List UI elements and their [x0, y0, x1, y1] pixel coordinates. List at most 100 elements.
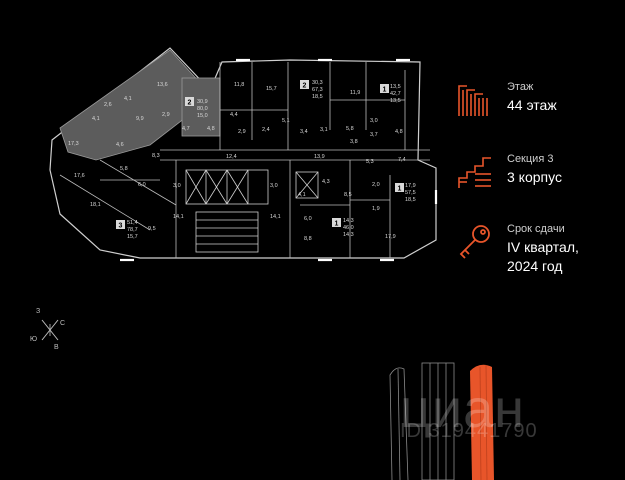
- svg-text:3: 3: [119, 223, 123, 230]
- apartment-badge[interactable]: 1 14,3 46,0 14,3: [332, 218, 354, 238]
- svg-text:1: 1: [383, 87, 387, 94]
- section-stairs-icon: [458, 157, 491, 188]
- key-icon: [459, 225, 490, 259]
- room-label: 2,0: [372, 182, 380, 188]
- room-label: 14,1: [173, 214, 184, 220]
- compass-rose-icon: [41, 319, 59, 341]
- room-label: 6,0: [304, 216, 312, 222]
- room-label: 14,1: [270, 214, 281, 220]
- svg-text:15,0: 15,0: [197, 113, 208, 119]
- svg-text:78,7: 78,7: [127, 227, 138, 233]
- deadline-value-line2: 2024 год: [507, 258, 563, 274]
- room-label: 4,1: [124, 96, 132, 102]
- compass: З С Ю В: [30, 308, 70, 354]
- svg-text:57,5: 57,5: [405, 190, 416, 196]
- watermark-brand: циан: [400, 379, 525, 439]
- svg-text:13,5: 13,5: [390, 98, 401, 104]
- svg-text:18,5: 18,5: [312, 94, 323, 100]
- room-label: 8,3: [152, 153, 160, 159]
- room-label: 6,0: [138, 182, 146, 188]
- room-label: 2,9: [238, 129, 246, 135]
- room-label: 2,4: [262, 127, 270, 133]
- svg-text:14,3: 14,3: [343, 232, 354, 238]
- highlighted-tower: [470, 364, 494, 480]
- room-label: 18,1: [90, 202, 101, 208]
- room-label: 4,8: [395, 129, 403, 135]
- deadline-value-line1: IV квартал,: [507, 239, 579, 255]
- plan-walls: [59, 62, 430, 258]
- svg-text:30,9: 30,9: [197, 99, 208, 105]
- floor-value: 44 этаж: [507, 97, 557, 113]
- room-label: 11,9: [350, 90, 360, 96]
- compass-south: В: [54, 344, 59, 351]
- room-label: 9,5: [148, 226, 156, 232]
- svg-text:18,5: 18,5: [405, 197, 416, 203]
- room-label: 5,3: [366, 159, 374, 165]
- svg-text:13,5: 13,5: [390, 84, 401, 90]
- section-info: Секция 3 3 корпус: [455, 152, 562, 192]
- room-label: 3,0: [370, 118, 378, 124]
- room-label: 15,7: [266, 86, 277, 92]
- apartment-badge[interactable]: 2 30,9 80,0 15,0: [185, 97, 208, 119]
- svg-text:17,9: 17,9: [405, 183, 416, 189]
- room-label: 11,8: [234, 82, 244, 88]
- room-label: 13,6: [157, 82, 168, 88]
- section-label: Секция 3: [507, 153, 554, 165]
- room-label: 4,3: [322, 179, 330, 185]
- room-label: 3,0: [270, 183, 278, 189]
- floor-label: Этаж: [507, 81, 534, 93]
- room-label: 2,9: [162, 112, 170, 118]
- room-label: 9,9: [136, 116, 144, 122]
- svg-text:51,4: 51,4: [127, 220, 138, 226]
- room-label: 4,4: [230, 112, 238, 118]
- room-label: 5,8: [120, 166, 128, 172]
- apartment-badges: 2 30,9 80,0 15,0 2 30,3 67,3 18,5 1 13,5…: [116, 80, 416, 240]
- room-label: 12,4: [226, 154, 237, 160]
- deadline-label: Срок сдачи: [507, 223, 565, 235]
- section-value: 3 корпус: [507, 169, 562, 185]
- svg-text:1: 1: [335, 221, 339, 228]
- svg-text:14,3: 14,3: [343, 218, 354, 224]
- floor-building-icon: [458, 85, 488, 116]
- room-label: 3,0: [173, 183, 181, 189]
- compass-north: З: [36, 308, 41, 315]
- room-label: 4,1: [298, 192, 306, 198]
- room-label: 4,1: [92, 116, 100, 122]
- room-label: 3,4: [300, 129, 308, 135]
- svg-text:2: 2: [303, 83, 307, 90]
- room-label: 17,3: [68, 141, 79, 147]
- room-label: 4,7: [182, 126, 190, 132]
- apartment-badge[interactable]: 1 17,9 57,5 18,5: [395, 183, 416, 203]
- room-label: 17,6: [74, 173, 85, 179]
- room-label: 17,9: [385, 234, 396, 240]
- deadline-info: Срок сдачи IV квартал, 2024 год: [455, 222, 579, 276]
- svg-text:46,0: 46,0: [343, 225, 354, 231]
- apartment-badge[interactable]: 1 13,5 42,7 13,5: [380, 84, 401, 104]
- svg-text:2: 2: [188, 100, 192, 107]
- apartment-badge[interactable]: 3 51,4 78,7 15,7: [116, 220, 138, 240]
- room-labels: 13,6 17,3 4,1 2,6 4,1 9,9 2,9 4,6 17,6 1…: [68, 82, 406, 242]
- floor-info: Этаж 44 этаж: [455, 80, 557, 120]
- room-label: 1,9: [372, 206, 380, 212]
- highlighted-units: [59, 49, 221, 161]
- apartment-badge[interactable]: 2 30,3 67,3 18,5: [300, 80, 323, 100]
- svg-text:30,3: 30,3: [312, 80, 323, 86]
- room-label: 4,6: [116, 142, 124, 148]
- towers-illustration: [389, 362, 494, 480]
- room-label: 8,8: [304, 236, 312, 242]
- svg-text:80,0: 80,0: [197, 106, 208, 112]
- room-label: 3,8: [350, 139, 358, 145]
- svg-text:1: 1: [398, 186, 402, 193]
- room-label: 7,4: [398, 157, 406, 163]
- room-label: 3,7: [370, 132, 378, 138]
- svg-text:67,3: 67,3: [312, 87, 323, 93]
- room-label: 8,5: [344, 192, 352, 198]
- svg-text:15,7: 15,7: [127, 234, 138, 240]
- watermark-id: ID 319441790: [400, 420, 538, 442]
- svg-text:42,7: 42,7: [390, 91, 401, 97]
- room-label: 4,8: [207, 126, 215, 132]
- room-label: 3,1: [320, 127, 328, 133]
- room-label: 5,1: [282, 118, 290, 124]
- compass-east: С: [60, 320, 66, 327]
